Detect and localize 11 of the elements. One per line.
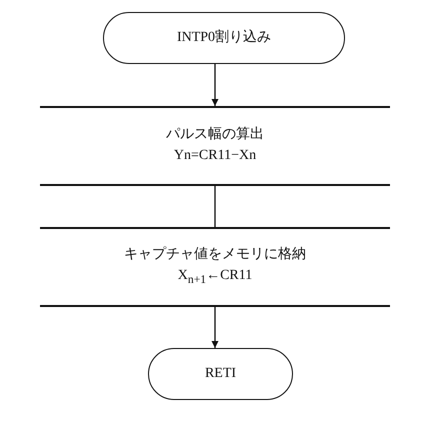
connector-line [214, 186, 216, 227]
node-text: パルス幅の算出 [166, 127, 264, 144]
terminal-box [148, 348, 293, 400]
node-text: INTP0割り込み [176, 30, 272, 46]
node-text: キャプチャ値をメモリに格納 [124, 247, 306, 264]
node-text: X$_{n+1}$←CR11 [178, 268, 252, 287]
arrow [212, 64, 218, 106]
terminal-box [103, 12, 345, 64]
arrow [212, 307, 218, 348]
node-text: Yn=CR11−Xn [174, 148, 256, 165]
node-text: RETI [204, 366, 236, 382]
